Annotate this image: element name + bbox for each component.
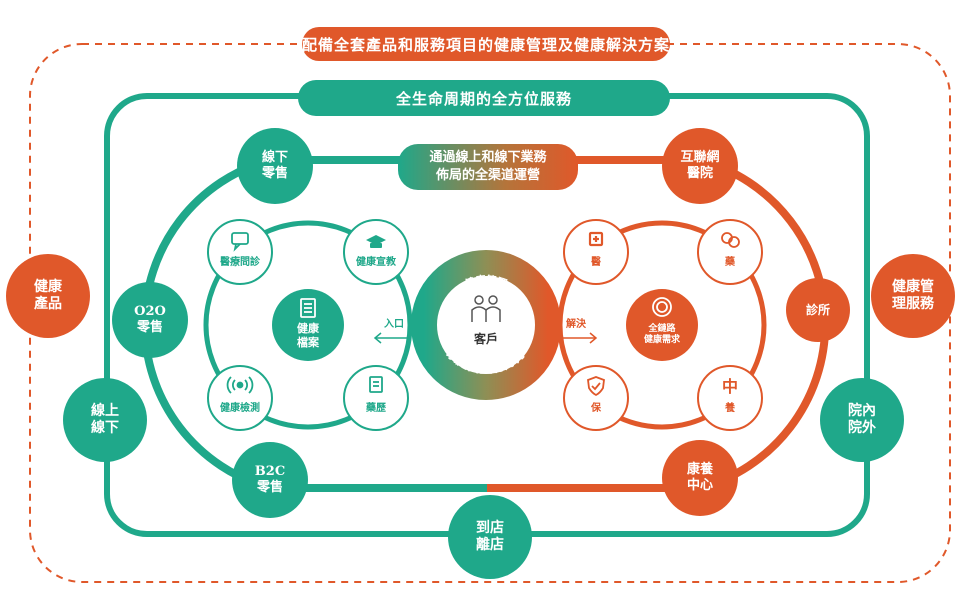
label-offline-retail: 線下 零售	[261, 149, 288, 181]
record-file-icon	[300, 298, 316, 318]
node-health-products	[6, 254, 90, 338]
chat-bubble-icon	[231, 232, 249, 252]
graduation-cap-icon	[366, 235, 386, 248]
label-customer: 客戶	[473, 331, 498, 346]
label-health-education: 健康宣教	[356, 256, 396, 268]
label-drug-history: 藥歷	[366, 402, 386, 414]
solve-arrow	[562, 332, 598, 344]
label-internet-hospital: 互聯網 醫院	[680, 149, 720, 181]
people-icon	[471, 295, 501, 322]
label-entry: 入口	[384, 318, 404, 330]
label-store: 到店 離店	[476, 519, 504, 554]
label-online-offline: 線上 線下	[91, 402, 119, 437]
label-care: 養	[725, 402, 735, 414]
medical-cross-icon	[588, 231, 604, 247]
target-ring-icon	[652, 297, 672, 317]
inner-banner: 全生命周期的全方位服務	[298, 80, 670, 116]
label-health-record: 健康 檔案	[297, 322, 319, 349]
node-health-mgmt	[871, 254, 955, 338]
label-clinic: 診所	[805, 302, 830, 317]
label-insurance: 保	[591, 402, 601, 414]
pill-icon	[721, 232, 740, 248]
node-internet-hospital	[662, 128, 738, 204]
label-b2c-retail: B2C 零售	[254, 463, 286, 495]
center-banner: 通過線上和線下業務 佈局的全渠道運營	[398, 144, 578, 190]
label-medicine: 藥	[725, 256, 735, 268]
document-icon	[369, 376, 383, 393]
node-in-out-hospital	[820, 378, 904, 462]
label-care-center: 康養 中心	[686, 461, 713, 493]
label-medical: 醫	[591, 256, 601, 268]
node-o2o-retail	[112, 282, 188, 358]
node-offline-retail	[237, 128, 313, 204]
label-o2o-retail: O2O 零售	[134, 303, 166, 335]
chinese-herb-icon: 中	[722, 377, 738, 396]
label-medical-consult: 醫療問診	[220, 256, 260, 268]
core-outer-ring	[411, 250, 561, 400]
left-cluster-ring	[203, 220, 413, 430]
entry-arrow	[373, 332, 410, 344]
label-health-mgmt: 健康管 理服務	[892, 278, 934, 313]
node-clinic	[786, 278, 850, 342]
signal-waves-icon	[226, 376, 254, 394]
label-solve: 解決	[566, 318, 586, 330]
node-store	[448, 495, 532, 579]
label-health-products: 健康 產品	[34, 278, 62, 313]
label-full-chain-needs: 全鏈路 健康需求	[643, 323, 680, 345]
node-care-center	[662, 440, 738, 516]
svg-text:中: 中	[722, 377, 738, 396]
shield-icon	[587, 376, 605, 397]
label-health-detection: 健康檢測	[220, 402, 260, 414]
top-banner: 配備全套產品和服務項目的健康管理及健康解決方案	[302, 27, 670, 61]
node-b2c-retail	[232, 442, 308, 518]
label-in-out-hospital: 院內 院外	[848, 402, 876, 437]
node-online-offline	[63, 378, 147, 462]
